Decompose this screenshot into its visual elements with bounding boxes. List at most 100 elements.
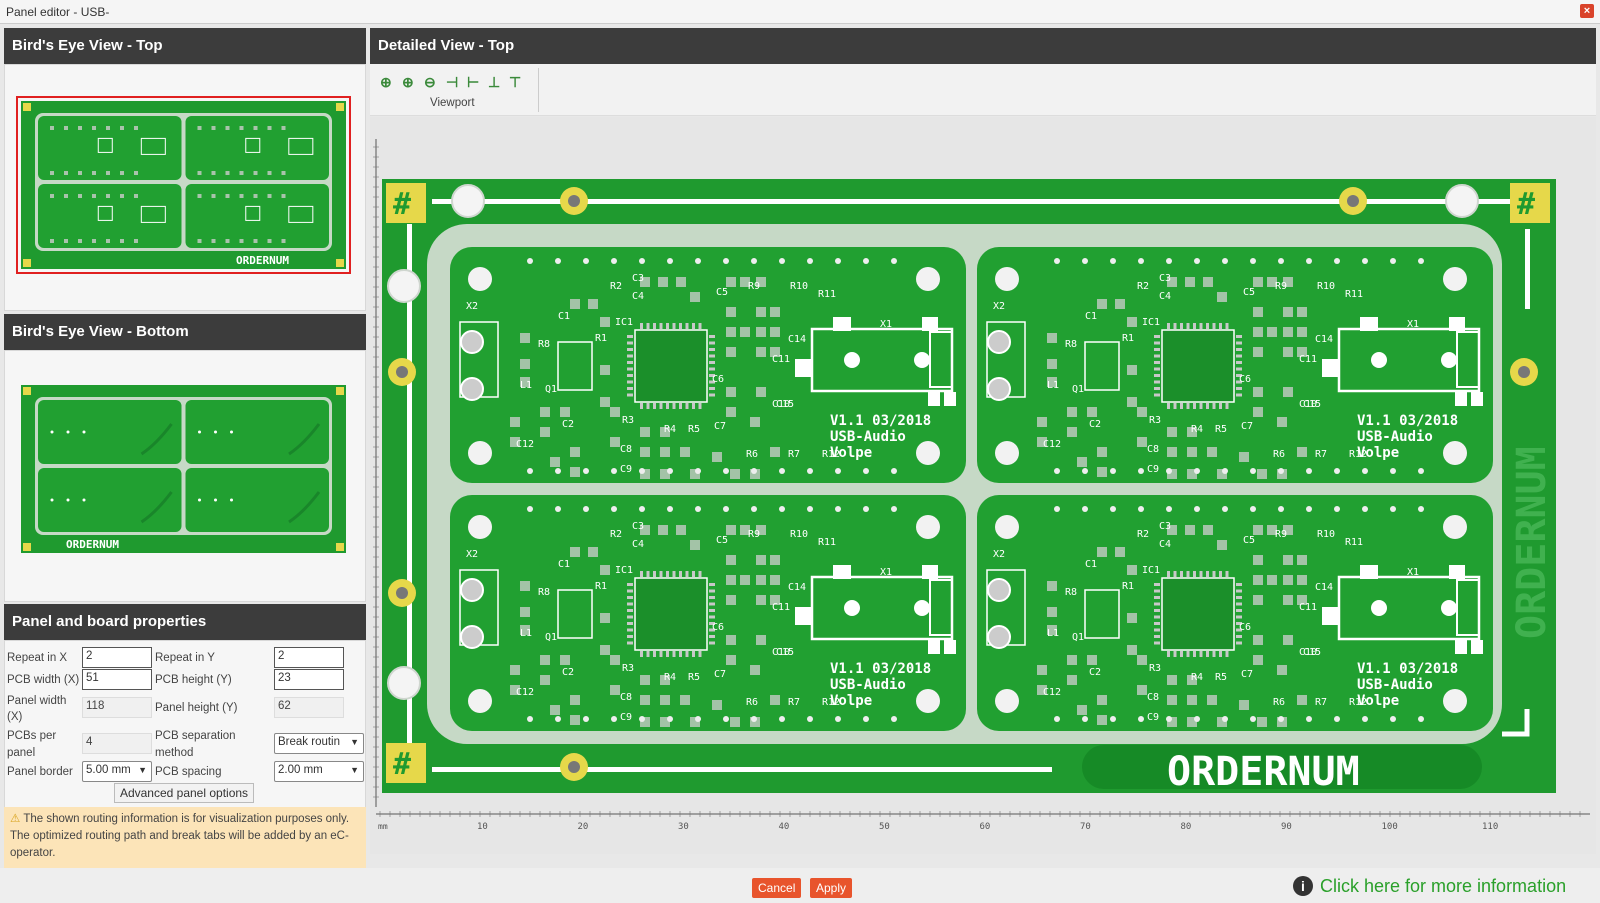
smd-pad	[610, 437, 620, 447]
smd-pad	[770, 327, 780, 337]
apply-button[interactable]: Apply	[810, 878, 853, 898]
separation-method-select[interactable]: Break routin▼	[274, 733, 364, 754]
smd-pad	[1037, 417, 1047, 427]
ic-pin	[1206, 403, 1209, 409]
x2-pad	[987, 578, 1011, 602]
ic-pin	[1236, 635, 1242, 638]
ic1-body	[1161, 577, 1235, 651]
pcb-height-input[interactable]: 23	[274, 669, 344, 690]
smd-pad	[1087, 655, 1097, 665]
mini-pad	[92, 194, 96, 198]
mounting-hole	[1445, 184, 1479, 218]
smd-pad	[1127, 317, 1137, 327]
fit-down-icon[interactable]: ⊤	[509, 74, 522, 90]
smd-pad	[1127, 397, 1137, 407]
pcb-spacing-select[interactable]: 2.00 mm▼	[274, 761, 364, 782]
detailed-view-canvas[interactable]: 605040302010mm102030405060708090100110##…	[361, 117, 1596, 854]
ic-pin	[709, 335, 715, 338]
via	[1194, 716, 1200, 722]
smd-pad	[520, 607, 530, 617]
smd-pad	[640, 717, 650, 727]
ic-pin	[709, 609, 715, 612]
zoom-in-area-icon[interactable]: ⊕	[402, 74, 414, 90]
smd-pad	[1187, 695, 1197, 705]
mini-via	[82, 430, 86, 434]
component-ref: X2	[466, 301, 478, 312]
x1-hole	[1371, 600, 1387, 616]
ic-pin	[1154, 641, 1160, 645]
via	[1362, 716, 1368, 722]
mini-board	[38, 400, 182, 464]
board-mount-hole	[468, 441, 492, 465]
pcb-height-label: PCB height (Y)	[155, 674, 232, 686]
ic-pin	[709, 393, 715, 397]
smd-pad	[610, 655, 620, 665]
repeat-x-input[interactable]: 2	[82, 647, 152, 668]
birds-eye-top-canvas[interactable]: ORDERNUM	[5, 65, 365, 310]
birds-eye-top-view[interactable]: ORDERNUM	[4, 64, 366, 311]
ic-pin	[646, 403, 650, 409]
mini-board	[38, 184, 182, 248]
component-ref: R3	[622, 415, 634, 426]
zoom-in-icon[interactable]: ⊕	[380, 74, 392, 90]
birds-eye-bottom-canvas[interactable]: ORDERNUM	[5, 351, 365, 601]
more-information-link[interactable]: Click here for more information	[1320, 876, 1567, 896]
component-ref: IC1	[615, 317, 633, 328]
ic-pin	[1173, 323, 1177, 329]
mini-panel-label: ORDERNUM	[66, 538, 119, 551]
smd-pad	[1127, 613, 1137, 623]
mini-corner-pad	[336, 543, 344, 551]
mini-pad	[120, 239, 124, 243]
window-title: Panel editor - USB-	[6, 5, 110, 19]
cancel-button[interactable]: Cancel	[752, 878, 802, 898]
pcb-spacing-label: PCB spacing	[155, 766, 222, 778]
smd-pad	[660, 469, 670, 479]
via	[891, 468, 897, 474]
panel-width-label-unit: (X)	[7, 711, 23, 723]
smd-pad	[1167, 469, 1177, 479]
smd-pad	[1047, 359, 1057, 369]
pcb-panel-render[interactable]: 605040302010mm102030405060708090100110##…	[361, 117, 1596, 854]
ic-pin	[709, 583, 715, 586]
ic-pin	[685, 571, 689, 577]
smd-pad	[770, 555, 780, 565]
smd-pad	[726, 387, 736, 397]
close-icon[interactable]: ×	[1580, 4, 1594, 18]
corner-mark	[1502, 709, 1530, 737]
panel-border-select[interactable]: 5.00 mm▼	[82, 761, 152, 782]
fit-left-icon[interactable]: ⊣	[446, 74, 459, 90]
birds-eye-bottom-view[interactable]: ORDERNUM	[4, 350, 366, 602]
via	[1166, 506, 1172, 512]
ic-pin	[692, 323, 695, 329]
advanced-panel-options-button[interactable]: Advanced panel options	[114, 783, 254, 803]
ruler-x-label: 40	[779, 822, 790, 832]
component-ref: C1	[1085, 559, 1097, 570]
component-ref: R7	[788, 449, 800, 460]
viewport-indicator	[16, 96, 351, 274]
mini-via	[198, 498, 201, 502]
zoom-out-icon[interactable]: ⊖	[424, 74, 436, 90]
repeat-y-input[interactable]: 2	[274, 647, 344, 668]
via	[1222, 716, 1228, 722]
ic-pin	[1154, 348, 1160, 351]
mini-pad	[78, 194, 82, 198]
smd-pad	[726, 347, 736, 357]
fit-up-icon[interactable]: ⊥	[488, 74, 501, 90]
fit-right-icon[interactable]: ⊢	[467, 74, 480, 90]
via	[891, 506, 897, 512]
component-ref: R12	[1349, 449, 1367, 460]
component-ref: R10	[790, 281, 808, 292]
ic-pin	[627, 367, 633, 371]
board-version: V1.1 03/2018	[830, 661, 931, 677]
via	[779, 468, 785, 474]
pcb-width-input[interactable]: 51	[82, 669, 152, 690]
ic-pin	[709, 387, 715, 390]
mini-pad	[253, 171, 258, 175]
via	[1166, 258, 1172, 264]
ic-pin	[1212, 323, 1216, 329]
smd-pad	[1067, 675, 1077, 685]
smd-pad	[640, 427, 650, 437]
component-ref: Q1	[545, 384, 557, 395]
ic-pin	[709, 602, 715, 606]
ic-pin	[653, 403, 656, 409]
